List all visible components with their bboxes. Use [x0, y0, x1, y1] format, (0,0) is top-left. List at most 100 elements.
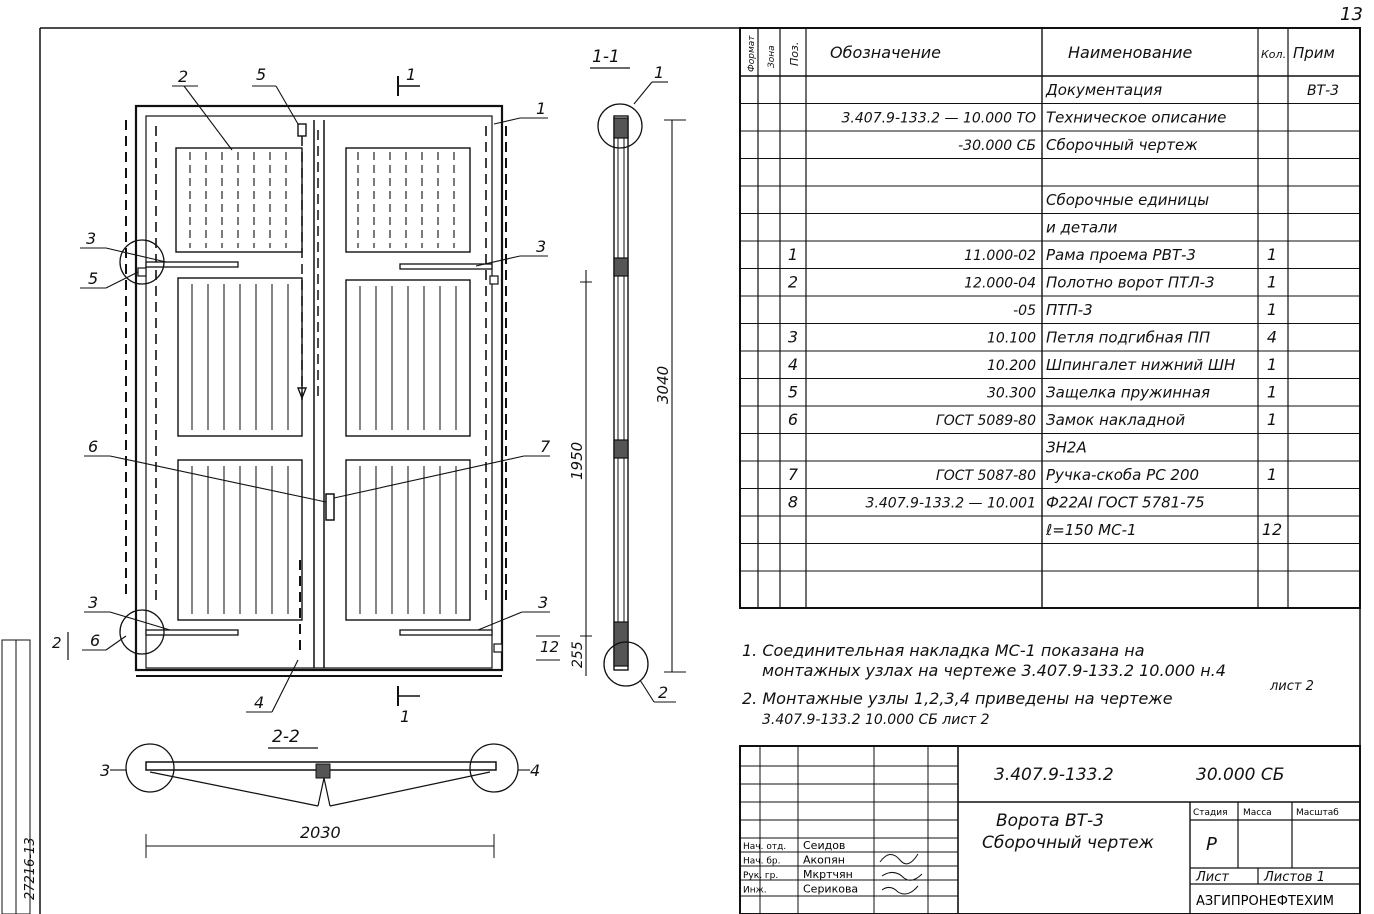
note-1-line-1: 1. Соединительная накладка МС-1 показана…: [742, 641, 1145, 660]
title-code: 3.407.9-133.2: [994, 765, 1114, 785]
spec-cell-designation: ГОСТ 5089-80: [936, 413, 1036, 429]
dim-3040: 3040: [654, 366, 672, 404]
section-2-2-title: 2-2: [272, 727, 300, 747]
note-1-line-2: монтажных узлах на чертеже 3.407.9-133.2…: [762, 661, 1226, 680]
scale-label: Масштаб: [1296, 808, 1339, 818]
spec-cell-pos: 5: [788, 383, 798, 402]
spec-cell-designation: ГОСТ 5087-80: [936, 468, 1036, 484]
svg-text:1: 1: [400, 707, 410, 726]
spec-cell-designation: 3.407.9-133.2 — 10.001: [866, 496, 1036, 512]
header-note: Прим: [1293, 44, 1335, 62]
signer-role: Нач. отд.: [743, 842, 786, 852]
dim-1950: 1950: [568, 442, 586, 480]
spec-cell-name: и детали: [1046, 219, 1118, 237]
signer-role: Рук. гр.: [743, 871, 778, 881]
dim-2: 2: [52, 634, 62, 652]
svg-text:1: 1: [406, 65, 416, 84]
header-designation: Обозначение: [830, 43, 941, 62]
svg-text:5: 5: [88, 269, 98, 288]
signer-name: Сеидов: [803, 839, 845, 852]
spec-cell-designation: 10.100: [987, 331, 1036, 347]
svg-text:3: 3: [538, 593, 548, 612]
dim-255: 255: [570, 641, 586, 668]
spec-cell-qty: 1: [1267, 355, 1277, 374]
note-2-line-2: 3.407.9-133.2 10.000 СБ лист 2: [762, 712, 990, 728]
panel-bottom-left: [177, 459, 303, 621]
svg-text:2: 2: [178, 67, 188, 86]
spec-cell-note: ВТ-3: [1307, 83, 1339, 99]
svg-text:4: 4: [530, 761, 540, 780]
callout-labels: 2 5 1 3 5 3 6 7 3 6 3 4: [86, 65, 551, 712]
note-1-line-3: лист 2: [1269, 679, 1314, 694]
panel-top-right: [345, 147, 471, 253]
svg-text:3: 3: [88, 593, 98, 612]
mass-label: Масса: [1243, 808, 1272, 818]
svg-text:2: 2: [658, 683, 668, 702]
signer-name: Акопян: [803, 854, 845, 867]
spec-cell-qty: 1: [1267, 410, 1277, 429]
section-2-2: 2-2 3 4 2030: [100, 727, 540, 858]
spec-cell-name: Ручка-скоба РС 200: [1046, 466, 1199, 484]
spec-cell-qty: 1: [1267, 245, 1277, 264]
spec-cell-designation: 30.300: [987, 386, 1036, 402]
dim-2030: 2030: [300, 823, 341, 842]
spec-cell-name: Сборочные единицы: [1046, 191, 1209, 209]
svg-text:5: 5: [256, 65, 266, 84]
spec-cell-name: Сборочный чертеж: [1046, 136, 1198, 154]
spec-cell-name: Защелка пружинная: [1046, 384, 1210, 402]
spec-cell-name: Полотно ворот ПТЛ-3: [1046, 274, 1215, 292]
spec-cell-name: Замок накладной: [1046, 411, 1185, 429]
spec-cell-name: Шпингалет нижний ШН: [1046, 356, 1235, 374]
specification-table: Формат Зона Поз. Обозначение Наименовани…: [739, 27, 1361, 609]
panel-middle-left: [177, 277, 303, 437]
header-format: Формат: [747, 35, 757, 72]
header-zone: Зона: [767, 45, 777, 68]
spec-cell-qty: 4: [1267, 328, 1277, 347]
signer-role: Инж.: [743, 886, 767, 896]
note-2-line-1: 2. Монтажные узлы 1,2,3,4 приведены на ч…: [742, 689, 1173, 708]
signer-role: Нач. бр.: [743, 857, 780, 867]
hinge-bottom-left: [145, 629, 239, 636]
svg-text:4: 4: [254, 693, 264, 712]
dim-height: 1950 255: [568, 270, 592, 676]
title-line-2: Сборочный чертеж: [982, 833, 1155, 853]
dim-12: 12: [540, 638, 559, 656]
sheet-label: Лист: [1195, 870, 1229, 885]
title-line-1: Ворота ВТ-3: [996, 811, 1104, 831]
drawing-notes: 1. Соединительная накладка МС-1 показана…: [742, 641, 1314, 728]
spec-cell-name: Техническое описание: [1046, 109, 1226, 127]
spec-cell-designation: 3.407.9-133.2 — 10.000 ТО: [842, 111, 1036, 127]
spec-cell-pos: 3: [788, 328, 798, 347]
svg-text:1: 1: [536, 99, 546, 118]
gate-frame: [134, 104, 504, 672]
spec-cell-pos: 1: [788, 245, 798, 264]
cut-marker-top: 1: [397, 65, 420, 96]
spec-cell-qty: 1: [1267, 383, 1277, 402]
hinge-top-right: [399, 263, 493, 270]
gate-front-elevation: [119, 104, 507, 677]
spec-cell-qty: 1: [1267, 300, 1277, 319]
panel-bottom-right: [345, 459, 471, 621]
spec-cell-pos: 6: [788, 410, 798, 429]
header-qty: Кол.: [1261, 48, 1286, 61]
stage-value: Р: [1206, 834, 1217, 855]
signatures: [879, 853, 923, 895]
spec-cell-designation: -05: [1013, 303, 1036, 319]
svg-text:1: 1: [654, 63, 664, 82]
hinge-bottom-right: [399, 629, 493, 636]
header-name: Наименование: [1068, 43, 1192, 62]
svg-text:3: 3: [100, 761, 110, 780]
spec-cell-name: Петля подгибная ПП: [1046, 329, 1210, 347]
section-1-1-title: 1-1: [592, 47, 620, 67]
section-1-1: 1-1 1 2 3040: [590, 47, 686, 703]
spec-cell-designation: 12.000-04: [964, 276, 1036, 292]
spec-cell-qty: 1: [1267, 465, 1277, 484]
signer-name: Мкртчян: [803, 868, 853, 881]
svg-text:6: 6: [88, 437, 98, 456]
hinge-top-left: [145, 261, 239, 268]
spec-cell-qty: 12: [1262, 520, 1282, 539]
header-pos: Поз.: [788, 42, 801, 66]
panel-top-left: [175, 147, 303, 253]
archive-strip: 27216-13: [1, 639, 38, 914]
